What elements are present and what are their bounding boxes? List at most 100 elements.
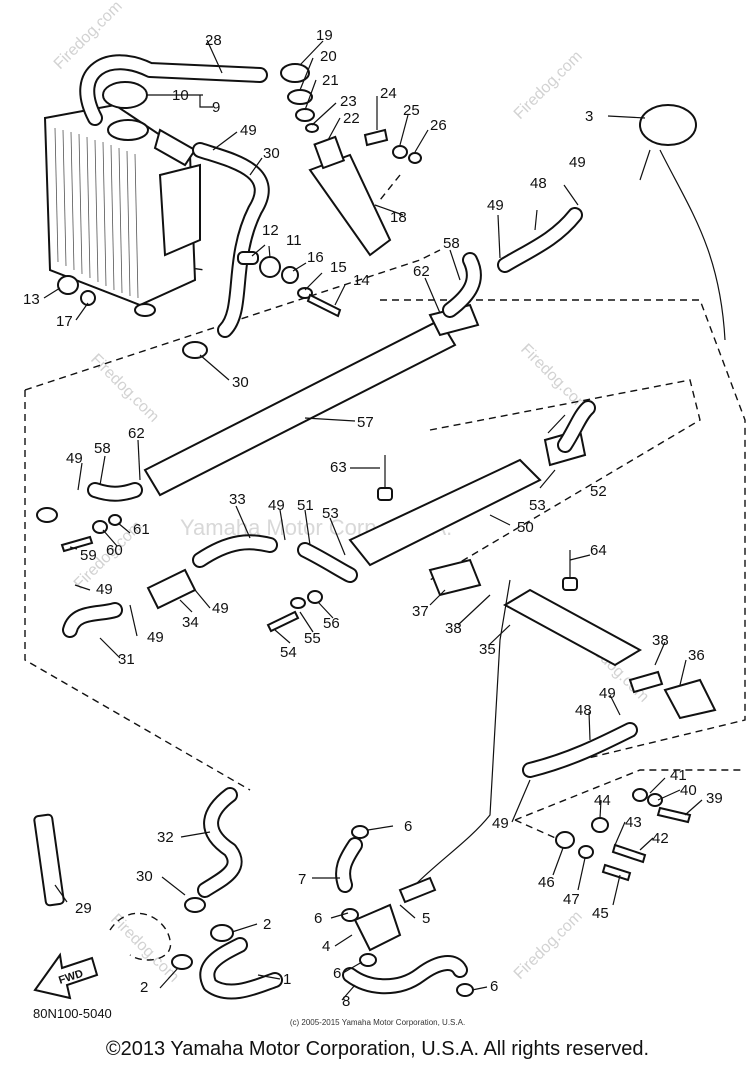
callout-6: 6 — [490, 978, 498, 995]
callout-2: 2 — [140, 979, 148, 996]
callout-49: 49 — [569, 154, 586, 171]
callout-11: 11 — [286, 232, 302, 249]
callout-36: 36 — [688, 647, 705, 664]
callout-28: 29 — [75, 900, 92, 917]
radiator — [43, 81, 201, 317]
strap-28 — [33, 813, 65, 907]
radiator-fins — [54, 127, 139, 299]
callout-62: 62 — [413, 263, 430, 280]
callout-24: 24 — [380, 85, 397, 102]
reservoir-tank — [280, 63, 392, 257]
callout-49: 49 — [487, 197, 504, 214]
callout-13: 13 — [23, 291, 40, 308]
callout-57: 57 — [357, 414, 374, 431]
callout-48: 48 — [575, 702, 592, 719]
callout-44: 44 — [594, 792, 611, 809]
temperature-gauge — [639, 104, 726, 341]
callout-10: 10 — [172, 87, 189, 104]
callout-49: 49 — [96, 581, 113, 598]
callout-26: 26 — [430, 117, 447, 134]
radiator-pipe-lower — [348, 400, 596, 567]
callout-31: 31 — [118, 651, 135, 668]
radiator-cap-icon — [102, 81, 148, 109]
fwd-arrow-icon: FWD — [33, 952, 99, 1000]
callout-6: 6 — [404, 818, 412, 835]
diagram-code: 80N100-5040 — [33, 1006, 112, 1021]
callout-7: 7 — [298, 871, 306, 888]
callout-49: 49 — [147, 629, 164, 646]
callout-58: 58 — [443, 235, 460, 252]
callout-14: 14 — [353, 272, 370, 289]
callout-30: 30 — [136, 868, 153, 885]
callout-6: 6 — [314, 910, 322, 927]
callout-21: 21 — [322, 72, 339, 89]
callout-48: 48 — [530, 175, 547, 192]
callout-56: 56 — [323, 615, 340, 632]
callout-49: 49 — [599, 685, 616, 702]
callout-45: 45 — [592, 905, 609, 922]
callout-numbers: 28 10 9 19 20 21 23 22 24 25 26 3 49 30 … — [23, 27, 723, 1010]
callout-53: 53 — [322, 505, 339, 522]
callout-62: 62 — [128, 425, 145, 442]
callout-58: 58 — [94, 440, 111, 457]
callout-22: 22 — [343, 110, 360, 127]
callout-49: 49 — [212, 600, 229, 617]
callout-49: 49 — [240, 122, 257, 139]
water-pump-fitting — [341, 825, 474, 997]
callout-61: 61 — [133, 521, 150, 538]
callout-4: 4 — [322, 938, 330, 955]
callout-64: 64 — [590, 542, 607, 559]
callout-53: 53 — [529, 497, 546, 514]
callout-47: 47 — [563, 891, 580, 908]
callout-1: 1 — [283, 971, 291, 988]
radiator-pipe-upper — [143, 252, 482, 497]
callout-19: 19 — [316, 27, 333, 44]
callout-52: 52 — [590, 483, 607, 500]
callout-40: 40 — [680, 782, 697, 799]
callout-49: 49 — [492, 815, 509, 832]
callout-25: 25 — [403, 102, 420, 119]
watermark-brand: Firedog.com — [511, 908, 586, 983]
callout-42: 42 — [652, 830, 669, 847]
callout-32: 32 — [157, 829, 174, 846]
watermark-brand: Firedog.com — [511, 48, 586, 123]
fasteners-right — [555, 788, 692, 882]
callout-12: 12 — [262, 222, 279, 239]
callout-60: 60 — [106, 542, 123, 559]
thermostat-parts — [57, 128, 422, 359]
copyright-footer: ©2013 Yamaha Motor Corporation, U.S.A. A… — [105, 1038, 650, 1060]
callout-34: 34 — [182, 614, 199, 631]
pipe-34 — [146, 568, 197, 610]
callout-55: 55 — [304, 630, 321, 647]
callout-43: 43 — [625, 814, 642, 831]
callout-5: 5 — [422, 910, 430, 927]
callout-15: 15 — [330, 259, 347, 276]
callout-6: 6 — [333, 965, 341, 982]
callout-59: 59 — [80, 547, 97, 564]
callout-49: 49 — [66, 450, 83, 467]
callout-9: 9 — [212, 99, 220, 116]
callout-35: 35 — [479, 641, 496, 658]
callout-3: 3 — [585, 108, 593, 125]
callout-54: 54 — [280, 644, 297, 661]
callout-23: 23 — [340, 93, 357, 110]
callout-18: 18 — [390, 209, 407, 226]
frame-lines — [24, 174, 746, 841]
callout-41: 41 — [670, 767, 687, 784]
callout-29: 30 — [263, 145, 280, 162]
leader-lines — [43, 39, 703, 1001]
callout-17: 17 — [56, 313, 73, 330]
callout-2: 2 — [263, 916, 271, 933]
callout-50: 50 — [517, 519, 534, 536]
callout-38: 38 — [445, 620, 462, 637]
radiator-pipe-35 — [428, 558, 717, 720]
callout-20: 20 — [320, 48, 337, 65]
callout-33: 33 — [229, 491, 246, 508]
callout-51: 51 — [297, 497, 314, 514]
callout-16: 16 — [307, 249, 324, 266]
callout-39: 39 — [706, 790, 723, 807]
small-copyright: (c) 2005-2015 Yamaha Motor Corporation, … — [289, 1018, 466, 1027]
callout-27: 28 — [205, 32, 222, 49]
callout-63: 63 — [330, 459, 347, 476]
